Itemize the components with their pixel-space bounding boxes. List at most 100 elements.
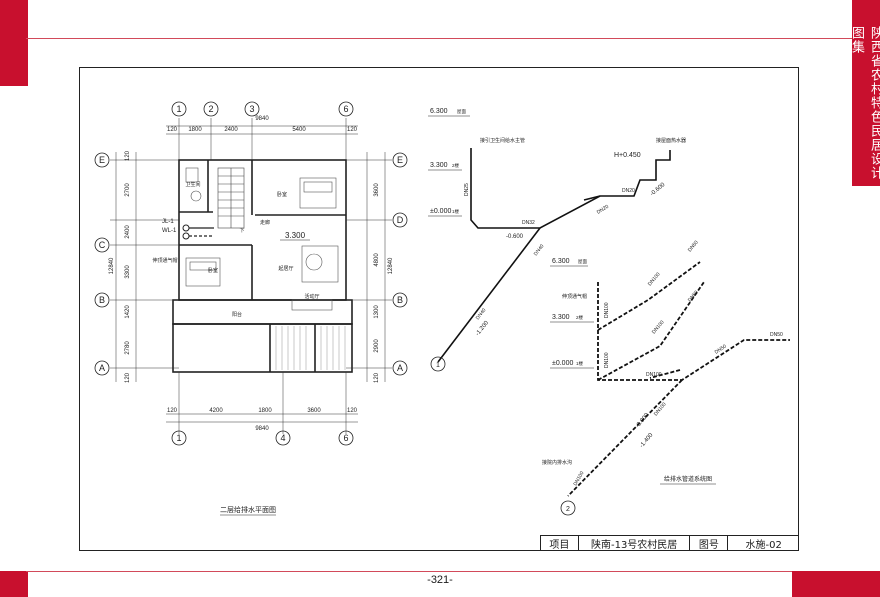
drainage-system: 6.300 3.300 ±0.000 屋面 2楼 1楼 伸顶通气帽 接院内排水沟… [542, 239, 790, 516]
drain-pipe-10: DN100 [653, 401, 668, 417]
room-balcony: 阳台 [232, 311, 242, 318]
title-project-name: 陕南-13号农村民居 [579, 536, 691, 551]
supply-level-roof: 6.300 [430, 108, 448, 115]
supply-tag-roof: 屋面 [457, 109, 466, 115]
plan-annotations: 3.300 JL-1 WL-1 二层给排水平面图 [162, 219, 310, 516]
supply-level-lines [428, 115, 470, 217]
dim-right-5: 120 [374, 372, 380, 383]
room-corridor: 走廊 [260, 219, 270, 226]
supply-level-2f: 3.300 [430, 162, 448, 169]
drain-riser-bubble [560, 500, 576, 516]
drain-tag-roof: 屋面 [578, 259, 587, 265]
dim-left-3: 2400 [125, 225, 131, 239]
axis-top-6: 6 [343, 104, 348, 114]
supply-pipe-dn40-b: DN40 [475, 307, 488, 321]
axis-left-c: C [99, 240, 106, 250]
system-caption: 给排水管道系统图 [664, 475, 712, 483]
dim-bottom-total: 9840 [255, 426, 269, 432]
drain-vent-note: 伸顶通气帽 [562, 293, 587, 300]
axis-bottom-1: 1 [176, 433, 181, 443]
drain-pipe-7: DN100 [646, 372, 662, 378]
supply-pipe-dn25: DN25 [464, 183, 470, 196]
drain-riser-id: 2 [566, 506, 570, 513]
supply-pipe-dn20-a: DN20 [622, 188, 635, 194]
dim-top-total: 9840 [255, 116, 269, 122]
plan-level: 3.300 [285, 231, 306, 240]
supply-tag-1f: 1楼 [452, 208, 460, 215]
dim-left-7: 120 [125, 372, 131, 383]
supply-pipe-dn40-a: DN40 [533, 243, 546, 257]
supply-elev-3: -1.200 [475, 320, 491, 338]
dim-right-total: 12840 [388, 257, 394, 274]
side-title: 陕西省农村特色民居设计图集 [849, 26, 880, 180]
supply-levels: 6.300 3.300 ±0.000 屋面 2楼 1楼 [430, 108, 466, 215]
axis-bubbles [94, 101, 408, 446]
drain-pipe-4: DN50 [687, 289, 700, 303]
drain-pipe-2: DN100 [647, 271, 662, 287]
supply-riser-bubble [430, 356, 446, 372]
axis-right-a: A [397, 363, 403, 373]
corner-block-top-left [0, 0, 28, 86]
drain-pipe-5: DN100 [651, 319, 666, 335]
dim-bottom-4: 3600 [307, 408, 321, 414]
supply-pipe-dn32: DN32 [522, 220, 535, 226]
stair-down-label: 下 [239, 228, 244, 234]
dim-right-3: 1300 [374, 305, 380, 319]
dim-left-2: 2700 [125, 183, 131, 197]
dim-left-total: 12840 [109, 257, 115, 274]
dim-top-3: 2400 [224, 127, 238, 133]
dim-bottom-2: 4200 [209, 408, 223, 414]
side-title-tab: 陕西省农村特色民居设计图集 [849, 0, 880, 186]
dim-right-1: 3600 [374, 183, 380, 197]
supply-pipes [437, 148, 671, 363]
supply-labels: 接引卫生间给水主管 接屋面热水器 H+0.450 DN25 DN32 DN20 … [464, 137, 686, 337]
title-drawing-label: 图号 [690, 536, 729, 551]
plan-caption: 二层给排水平面图 [220, 505, 276, 514]
supply-h-level: H+0.450 [614, 152, 641, 159]
corner-block-bottom-right [792, 571, 880, 597]
footer-rule [26, 571, 792, 572]
dim-top-4: 5400 [292, 127, 306, 133]
supply-pipe-dn20-b: DN20 [596, 204, 610, 216]
drawing-frame [79, 67, 799, 551]
drain-level-roof: 6.300 [552, 258, 570, 265]
furniture [185, 167, 339, 311]
drain-pipes [567, 261, 790, 497]
axis-bottom-4: 4 [280, 433, 285, 443]
room-labels: 卫生间 卧室 卧室 走廊 起居厅 活动厅 阳台 伸顶通气帽 下 [152, 181, 319, 318]
dim-top-2: 1800 [188, 127, 202, 133]
axis-right-b: B [397, 295, 403, 305]
floor-plan: 1 2 3 6 1 4 6 E C B A E D B A 9840 120 1… [94, 101, 408, 516]
balcony-hatch [275, 326, 346, 370]
dim-top-1: 120 [167, 127, 178, 133]
plan-pipes [182, 224, 214, 240]
drain-tag-1f: 1楼 [576, 360, 584, 367]
axis-left-a: A [99, 363, 105, 373]
supply-elev-2: -0.600 [649, 182, 666, 198]
axis-right-e: E [397, 155, 403, 165]
drain-level-lines [550, 265, 594, 369]
dim-bottom-1: 120 [167, 408, 178, 414]
dim-left-4: 3300 [125, 265, 131, 279]
drain-tag-2f: 2楼 [576, 314, 584, 321]
axis-left-b: B [99, 295, 105, 305]
drain-pipe-11: DN100 [573, 470, 586, 487]
water-supply-system: 6.300 3.300 ±0.000 屋面 2楼 1楼 接引卫生间给水主管 接屋… [428, 108, 686, 372]
dim-left-1: 120 [125, 150, 131, 161]
dim-left-6: 2780 [125, 341, 131, 355]
room-bedroom-left: 卧室 [208, 267, 218, 274]
room-lounge: 活动厅 [304, 293, 319, 300]
drain-pipe-8: DN50 [714, 343, 728, 355]
dim-left-5: 1420 [125, 305, 131, 319]
drain-pipe-9: DN50 [770, 332, 783, 338]
room-bath: 卫生间 [185, 181, 200, 188]
dimension-texts-vertical: 120 2700 2400 3300 1420 2780 120 12840 3… [109, 150, 394, 383]
drain-level-1f: ±0.000 [552, 360, 573, 367]
pipe-label-wl1: WL-1 [162, 228, 177, 234]
supply-elev-1: -0.600 [506, 234, 524, 240]
drain-level-2f: 3.300 [552, 314, 570, 321]
title-drawing-number: 水施-02 [745, 540, 782, 551]
dim-top-5: 120 [347, 127, 358, 133]
supply-note-top: 接引卫生间给水主管 [480, 137, 525, 144]
